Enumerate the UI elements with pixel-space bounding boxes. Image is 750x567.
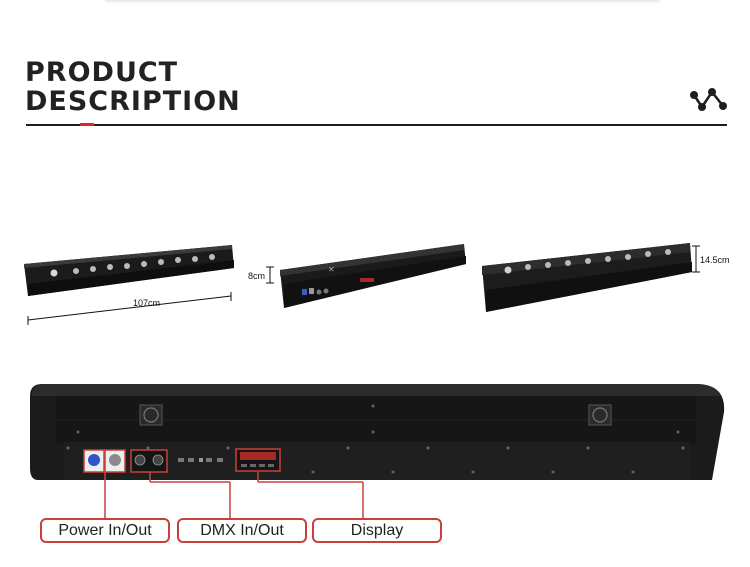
fixture-front-view xyxy=(24,245,234,325)
top-shadow xyxy=(105,0,660,4)
share-icon xyxy=(690,88,727,111)
callout-leader-lines xyxy=(104,472,364,518)
height-dimension-label: 14.5cm xyxy=(700,255,730,265)
page-title: PRODUCT DESCRIPTION xyxy=(25,58,241,116)
fixture-side-view xyxy=(482,243,700,312)
fixture-rear-panel xyxy=(30,384,725,480)
fixture-back-view: ✕ xyxy=(266,244,466,308)
divider-accent xyxy=(80,123,94,126)
title-line-1: PRODUCT xyxy=(25,57,179,88)
power-in-out-callout: Power In/Out xyxy=(40,518,170,543)
title-line-2: DESCRIPTION xyxy=(25,86,241,117)
depth-dimension-label: 8cm xyxy=(248,271,266,281)
length-dimension-label: 107cm xyxy=(133,298,161,308)
dmx-in-out-callout: DMX In/Out xyxy=(177,518,307,543)
section-divider xyxy=(26,124,727,126)
display-callout: Display xyxy=(312,518,442,543)
svg-text:✕: ✕ xyxy=(328,265,335,274)
